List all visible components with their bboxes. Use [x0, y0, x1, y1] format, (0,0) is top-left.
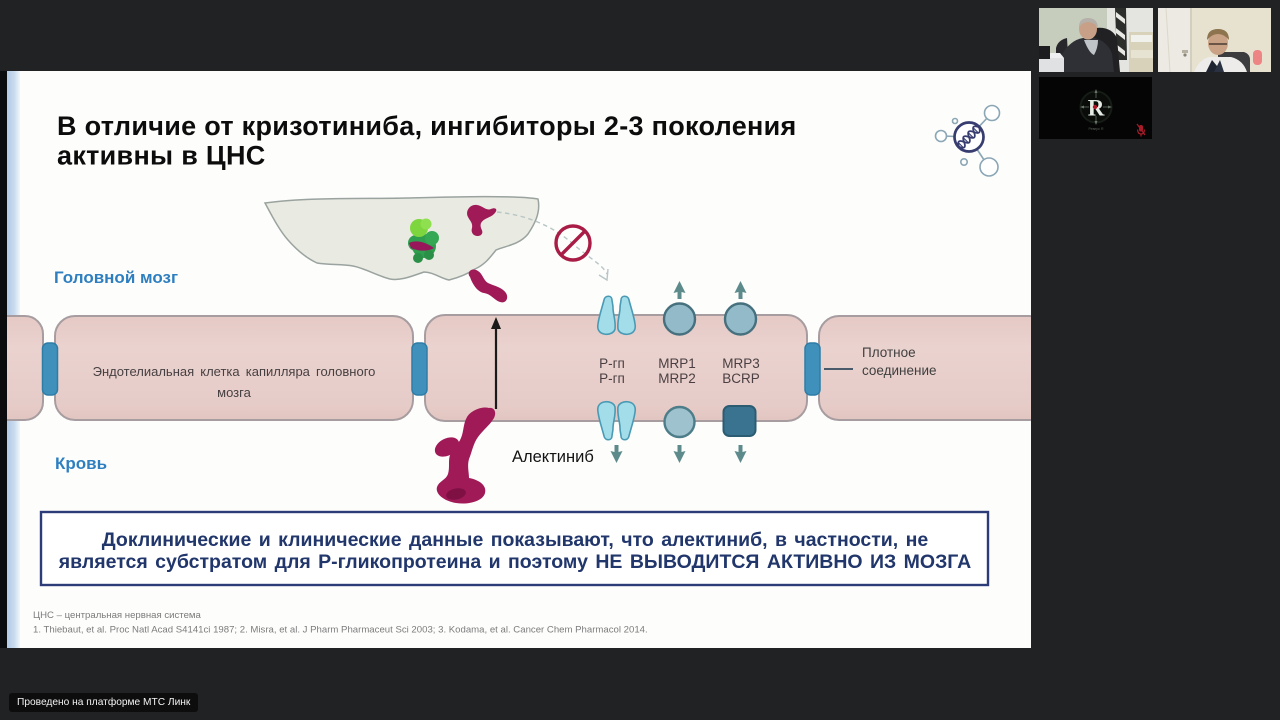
svg-text:MRP3: MRP3 [722, 356, 760, 371]
svg-text:Алектиниб: Алектиниб [512, 448, 594, 466]
svg-text:MRP2: MRP2 [658, 371, 696, 386]
svg-text:BCRP: BCRP [722, 371, 760, 386]
svg-text:Доклинические и клинические да: Доклинические и клинические данные показ… [102, 529, 929, 551]
svg-text:соединение: соединение [862, 363, 937, 378]
svg-text:Эндотелиальная клетка капилляр: Эндотелиальная клетка капилляра головног… [93, 364, 376, 379]
svg-text:В отличие от кризотиниба, инги: В отличие от кризотиниба, ингибиторы 2-3… [57, 111, 797, 141]
svg-text:1. Thiebaut, et al. Proc Natl: 1. Thiebaut, et al. Proc Natl Acad S4141… [33, 625, 648, 636]
svg-text:Кровь: Кровь [55, 454, 107, 473]
svg-text:активны в ЦНС: активны в ЦНС [57, 141, 266, 171]
svg-text:является субстратом для Р-глик: является субстратом для Р-гликопротеина … [58, 551, 971, 573]
svg-text:Реверс R: Реверс R [1088, 127, 1104, 131]
svg-text:MRP1: MRP1 [658, 356, 696, 371]
svg-text:ЦНС – центральная нервная сист: ЦНС – центральная нервная система [33, 610, 202, 621]
svg-text:Р-гп: Р-гп [599, 356, 625, 371]
svg-text:Головной мозг: Головной мозг [54, 268, 178, 287]
svg-text:Плотное: Плотное [862, 345, 916, 360]
svg-text:мозга: мозга [217, 385, 251, 400]
svg-text:Р-гп: Р-гп [599, 371, 625, 386]
